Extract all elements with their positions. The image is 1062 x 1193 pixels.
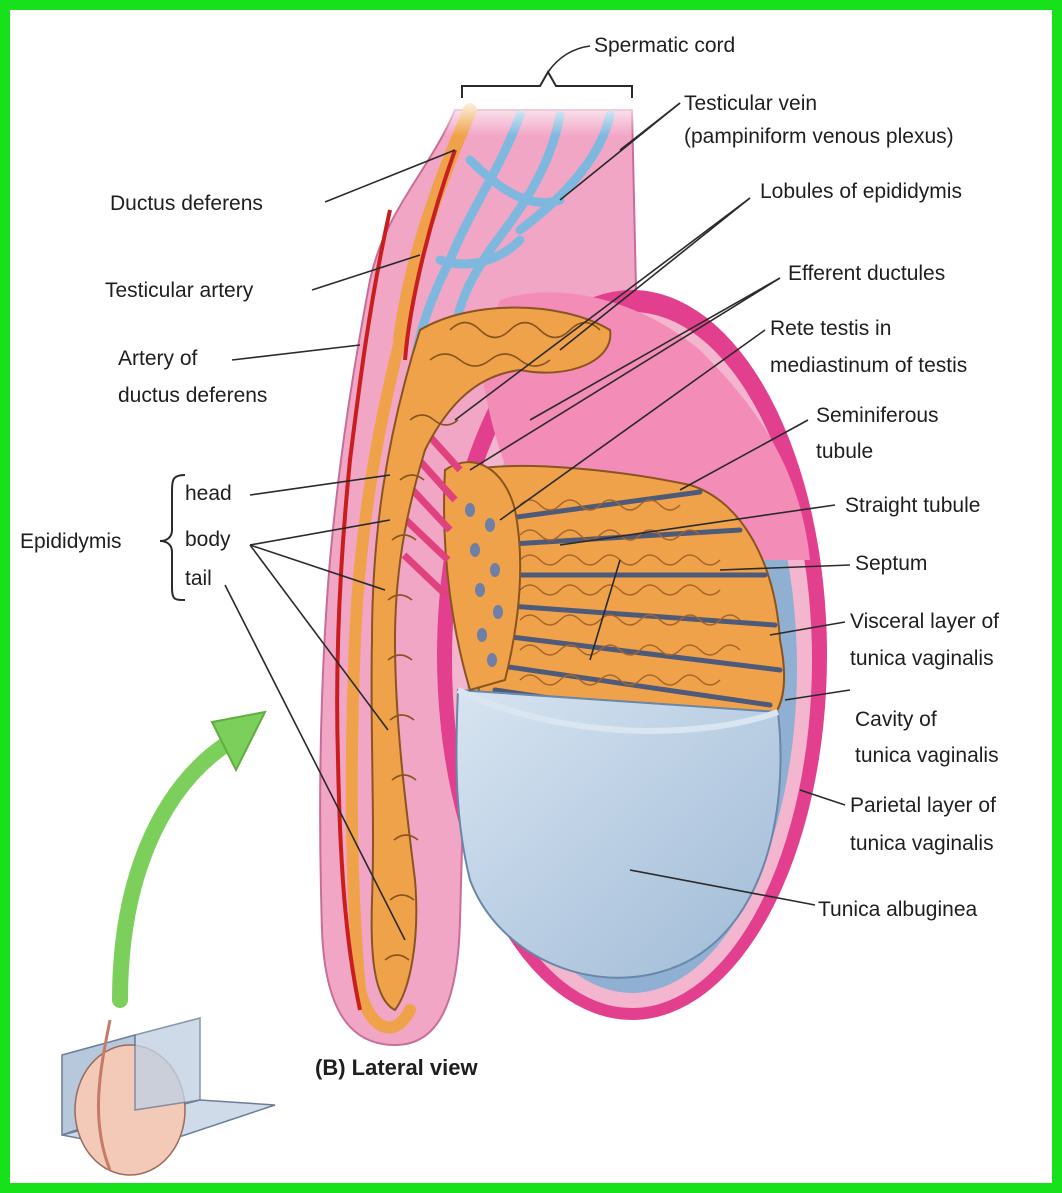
label-visceral-2: tunica vaginalis (850, 647, 994, 670)
spermatic-cord-leader (548, 46, 590, 72)
label-visceral-1: Visceral layer of (850, 610, 999, 633)
label-tunica-albuginea: Tunica albuginea (818, 898, 977, 921)
label-ductus-deferens: Ductus deferens (110, 192, 263, 215)
orientation-inset (62, 1018, 275, 1175)
label-cavity-1: Cavity of (855, 708, 937, 731)
label-septum: Septum (855, 552, 927, 575)
label-efferent-ductules: Efferent ductules (788, 262, 945, 285)
label-artery-of-dd-2: ductus deferens (118, 384, 267, 407)
label-epididymis: Epididymis (20, 530, 122, 553)
cord-top-fade (420, 96, 650, 136)
label-seminiferous-2: tubule (816, 440, 873, 463)
caption-lateral-view: (B) Lateral view (315, 1055, 478, 1080)
label-artery-of-dd-1: Artery of (118, 347, 198, 370)
label-seminiferous-1: Seminiferous (816, 404, 939, 427)
label-testicular-vein: Testicular vein (684, 92, 817, 115)
label-rete-testis-1: Rete testis in (770, 317, 891, 340)
label-testicular-artery: Testicular artery (105, 279, 254, 302)
label-lobules-of-epididymis: Lobules of epididymis (760, 180, 962, 203)
label-testicular-vein-2: (pampiniform venous plexus) (684, 125, 954, 148)
label-rete-testis-2: mediastinum of testis (770, 354, 967, 377)
spermatic-cord-bracket (462, 72, 632, 98)
label-parietal-1: Parietal layer of (850, 794, 996, 817)
green-arrow (120, 745, 225, 1000)
label-head: head (185, 482, 232, 505)
label-body: body (185, 528, 231, 551)
label-cavity-2: tunica vaginalis (855, 744, 999, 767)
label-tail: tail (185, 567, 212, 590)
label-straight-tubule: Straight tubule (845, 494, 980, 517)
label-spermatic-cord: Spermatic cord (594, 34, 735, 57)
epididymis-brace (160, 475, 185, 600)
label-parietal-2: tunica vaginalis (850, 832, 994, 855)
